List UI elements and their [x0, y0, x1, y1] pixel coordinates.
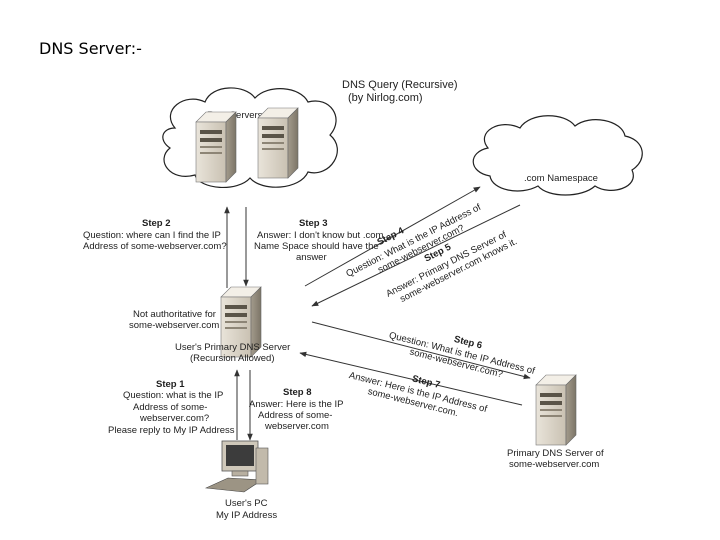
step2-title: Step 2 — [142, 218, 171, 229]
step2-line2: Address of some-webserver.com? — [83, 241, 227, 252]
not-authoritative-line2: some-webserver.com — [129, 320, 219, 331]
step8-title: Step 8 — [283, 387, 312, 398]
step3-line1: Answer: I don't know but .com — [257, 230, 384, 241]
root-servers-cloud — [162, 87, 338, 189]
target-server-label-line2: some-webserver.com — [509, 459, 599, 470]
not-authoritative-line1: Not authoritative for — [133, 309, 216, 320]
step8-line3: webserver.com — [264, 421, 329, 432]
users-pc-icon — [204, 440, 269, 493]
root-server-icon-2 — [257, 107, 299, 179]
step3-line3: answer — [296, 252, 327, 263]
step1-line1: Question: what is the IP — [123, 390, 223, 401]
step1-line4: Please reply to My IP Address — [108, 425, 235, 436]
step2-line1: Question: where can I find the IP — [83, 230, 221, 241]
users-pc-ip-label: My IP Address — [216, 510, 277, 521]
step6-arrow — [311, 321, 531, 380]
step1-line3: webserver.com? — [139, 413, 209, 424]
primary-dns-label-line1: User's Primary DNS Server — [175, 342, 290, 353]
slide-title: DNS Server:- — [39, 39, 142, 58]
step7-arrow — [299, 351, 523, 406]
com-namespace-label: .com Namespace — [524, 173, 598, 184]
step3-line2: Name Space should have the — [254, 241, 379, 252]
step5-arrow — [311, 204, 521, 307]
target-server-label-line1: Primary DNS Server of — [507, 448, 604, 459]
step4-arrow — [304, 186, 481, 287]
step1-title: Step 1 — [156, 379, 185, 390]
step8-line2: Address of some- — [258, 410, 332, 421]
step8-line1: Answer: Here is the IP — [249, 399, 344, 410]
target-primary-dns-server-icon — [535, 374, 577, 446]
step3-title: Step 3 — [299, 218, 328, 229]
com-namespace-cloud — [472, 115, 643, 196]
primary-dns-label-line2: (Recursion Allowed) — [190, 353, 274, 364]
step1-line2: Address of some- — [133, 402, 207, 413]
diagram-heading-line1: DNS Query (Recursive) — [342, 79, 458, 91]
root-server-icon-1 — [195, 111, 237, 183]
users-pc-label: User's PC — [225, 498, 268, 509]
diagram-heading-line2: (by Nirlog.com) — [348, 92, 423, 104]
